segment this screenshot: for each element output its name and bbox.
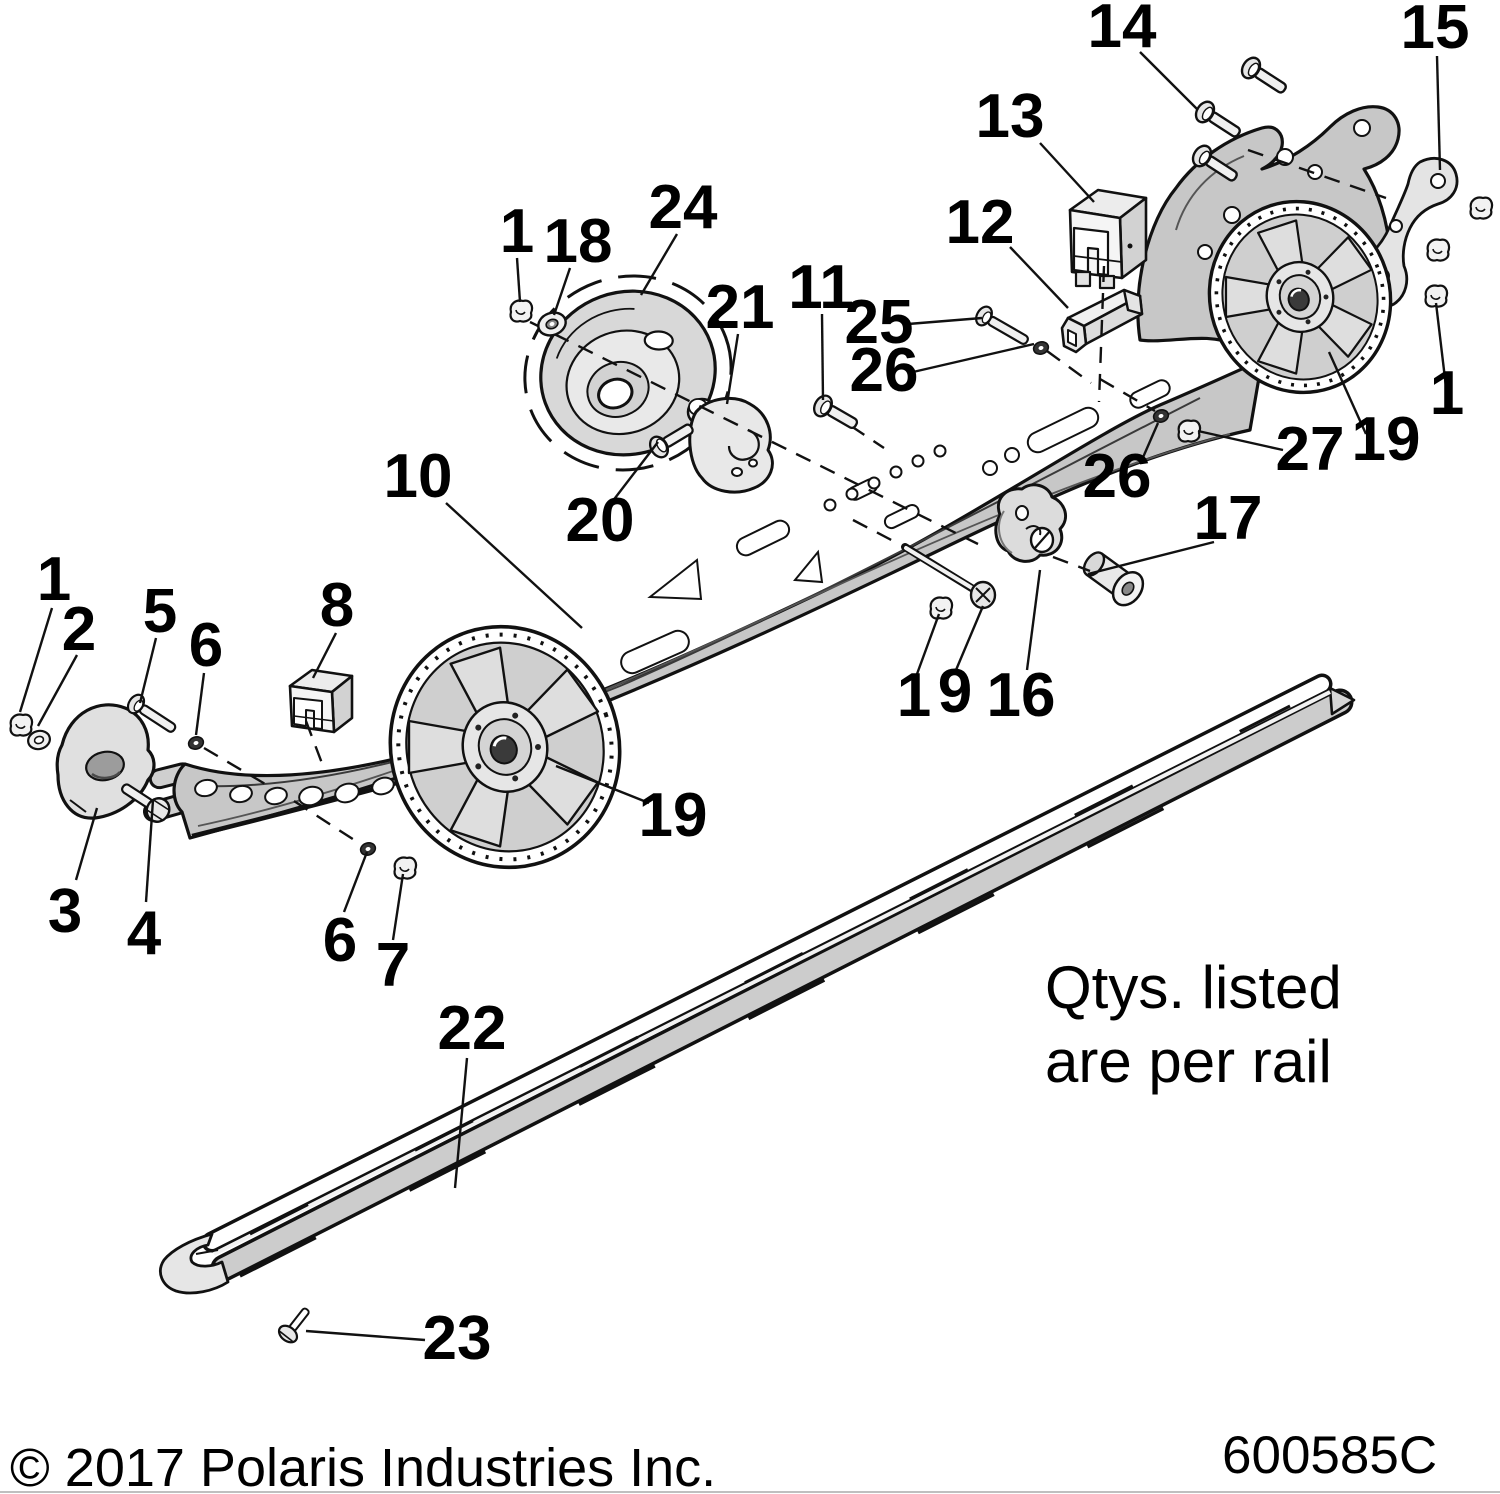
callout-10: 10 — [384, 442, 453, 511]
callout-21: 21 — [706, 273, 775, 342]
qty-note-line2: are per rail — [1045, 1028, 1332, 1095]
callout-12: 12 — [946, 188, 1015, 257]
callout-15: 15 — [1401, 0, 1470, 62]
washer-6-lower — [359, 842, 377, 856]
washer-26-upper — [1032, 341, 1050, 355]
stop-block-8 — [288, 668, 354, 734]
callout-26-lower: 26 — [1083, 442, 1152, 511]
bolt-20 — [648, 423, 694, 459]
callout-5: 5 — [143, 577, 177, 646]
bolt-14-a — [1240, 56, 1287, 94]
nut-7 — [393, 856, 418, 880]
screw-23 — [277, 1307, 310, 1344]
callout-6-upper: 6 — [189, 611, 223, 680]
callout-16: 16 — [987, 661, 1056, 730]
rail-and-hyfax-22 — [159, 673, 1356, 1295]
copyright-text: © 2017 Polaris Industries Inc. — [10, 1438, 716, 1494]
callout-labels: 14 15 13 12 1 18 24 21 11 25 26 10 20 27… — [37, 0, 1470, 1373]
washer-18 — [537, 311, 567, 337]
callout-2: 2 — [62, 595, 96, 664]
washer-6-upper — [187, 736, 205, 750]
washer-2 — [27, 729, 51, 751]
nut-1-rear-c — [1424, 284, 1449, 308]
callout-24: 24 — [649, 173, 718, 242]
callout-1-topleft: 1 — [500, 197, 534, 266]
nut-1-rear-b — [1426, 238, 1451, 262]
callout-4: 4 — [127, 899, 162, 968]
nut-27 — [1177, 419, 1202, 443]
callout-8: 8 — [320, 571, 354, 640]
tensioner-bumper-21 — [686, 396, 774, 494]
bolt-9 — [901, 543, 997, 610]
callout-1-frontleft: 1 — [37, 545, 71, 614]
slide-bracket-12 — [1060, 288, 1144, 354]
callout-leader-lines — [18, 51, 1448, 1342]
callout-6-lower: 6 — [323, 906, 357, 975]
callout-18: 18 — [544, 207, 613, 276]
callout-14: 14 — [1088, 0, 1157, 61]
callout-3: 3 — [48, 877, 82, 946]
washer-26-lower — [1152, 409, 1170, 423]
axle-spacer-17 — [1082, 551, 1145, 607]
qty-note-line1: Qtys. listed — [1045, 954, 1342, 1021]
callout-17: 17 — [1194, 484, 1263, 553]
callout-13: 13 — [976, 82, 1045, 151]
hardware — [9, 56, 1494, 1344]
assembly-axis-dashes — [203, 148, 1387, 847]
callout-23: 23 — [423, 1304, 492, 1373]
cam-adjuster-16 — [994, 483, 1068, 563]
idler-wheel-19-center — [388, 624, 622, 870]
callout-1-rear: 1 — [1430, 359, 1464, 428]
stop-block-13 — [1068, 188, 1148, 290]
callout-19-center: 19 — [639, 781, 708, 850]
callout-9: 9 — [938, 657, 972, 726]
nut-1-topleft — [509, 299, 534, 323]
callout-7: 7 — [376, 931, 410, 1000]
nut-1-frontleft — [9, 713, 34, 737]
document-number: 600585C — [1222, 1426, 1437, 1485]
callout-22: 22 — [438, 994, 507, 1063]
callout-26-upper: 26 — [850, 336, 919, 405]
callout-20: 20 — [566, 486, 635, 555]
callout-19-rear: 19 — [1352, 405, 1421, 474]
bolt-14-b — [1194, 100, 1241, 138]
callout-11: 11 — [788, 253, 854, 322]
bolt-11 — [813, 394, 859, 430]
callout-25: 25 — [845, 288, 914, 357]
nut-1-center — [929, 596, 954, 620]
callout-27: 27 — [1276, 415, 1345, 484]
nut-1-rear-a — [1469, 196, 1494, 220]
callout-1-center: 1 — [897, 661, 931, 730]
bolt-14-c — [1191, 144, 1238, 182]
idler-wheel-19-rear — [1207, 199, 1393, 395]
backing-disc-24 — [523, 274, 733, 472]
bolt-25 — [975, 305, 1029, 345]
